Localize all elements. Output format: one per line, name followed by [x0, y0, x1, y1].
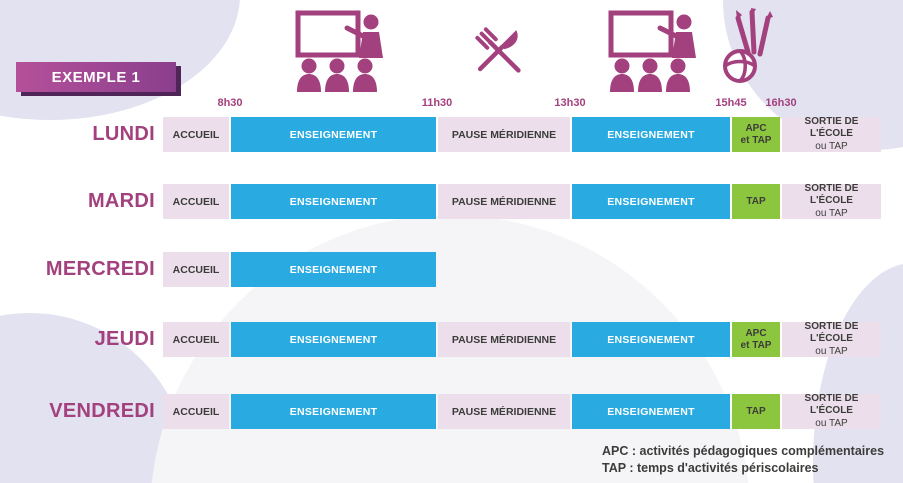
legend-line-tap: TAP : temps d'activités périscolaires — [602, 461, 819, 475]
schedule-row-vendredi: VENDREDI ACCUEIL ENSEIGNEMENT PAUSE MÉRI… — [0, 392, 903, 429]
schedule-row-mercredi: MERCREDI ACCUEIL ENSEIGNEMENT — [0, 252, 903, 287]
block-enseignement: ENSEIGNEMENT — [572, 322, 730, 357]
block-accueil: ACCUEIL — [163, 184, 229, 219]
block-enseignement: ENSEIGNEMENT — [572, 117, 730, 152]
block-enseignement: ENSEIGNEMENT — [231, 117, 436, 152]
sortie-main-label: SORTIE DE L'ÉCOLE — [804, 392, 859, 417]
sortie-sub-label: ou TAP — [815, 207, 848, 219]
sortie-main-label: SORTIE DE L'ÉCOLE — [804, 182, 859, 207]
corner-decoration — [0, 0, 240, 120]
block-enseignement: ENSEIGNEMENT — [231, 322, 436, 357]
day-label: JEUDI — [94, 328, 155, 350]
block-sortie: SORTIE DE L'ÉCOLE ou TAP — [782, 392, 881, 429]
time-label: 8h30 — [217, 97, 243, 109]
sortie-main-label: SORTIE DE L'ÉCOLE — [804, 115, 859, 140]
meal-icon — [470, 22, 530, 87]
legend-line-apc: APC : activités pédagogiques complémenta… — [602, 444, 885, 458]
block-enseignement: ENSEIGNEMENT — [231, 252, 436, 287]
block-accueil: ACCUEIL — [163, 117, 229, 152]
example-banner: EXEMPLE 1 — [16, 62, 176, 92]
sortie-sub-label: ou TAP — [815, 140, 848, 152]
block-enseignement: ENSEIGNEMENT — [231, 394, 436, 429]
block-tap: TAP — [732, 394, 780, 429]
schedule-row-lundi: LUNDI ACCUEIL ENSEIGNEMENT PAUSE MÉRIDIE… — [0, 115, 903, 152]
teaching-icon — [608, 10, 703, 97]
sortie-sub-label: ou TAP — [815, 345, 848, 357]
block-pause-meridienne: PAUSE MÉRIDIENNE — [438, 184, 570, 219]
block-enseignement: ENSEIGNEMENT — [231, 184, 436, 219]
block-enseignement: ENSEIGNEMENT — [572, 184, 730, 219]
block-tap: TAP — [732, 184, 780, 219]
activities-icon — [712, 8, 782, 89]
time-label: 15h45 — [715, 97, 747, 109]
teaching-icon — [295, 10, 390, 97]
block-enseignement: ENSEIGNEMENT — [572, 394, 730, 429]
block-pause-meridienne: PAUSE MÉRIDIENNE — [438, 394, 570, 429]
sortie-sub-label: ou TAP — [815, 417, 848, 429]
block-sortie: SORTIE DE L'ÉCOLE ou TAP — [782, 182, 881, 219]
time-label: 13h30 — [554, 97, 586, 109]
day-label: LUNDI — [92, 123, 155, 145]
schedule-row-mardi: MARDI ACCUEIL ENSEIGNEMENT PAUSE MÉRIDIE… — [0, 182, 903, 219]
sortie-main-label: SORTIE DE L'ÉCOLE — [804, 320, 859, 345]
block-pause-meridienne: PAUSE MÉRIDIENNE — [438, 322, 570, 357]
block-sortie: SORTIE DE L'ÉCOLE ou TAP — [782, 320, 881, 357]
block-sortie: SORTIE DE L'ÉCOLE ou TAP — [782, 115, 881, 152]
legend: APC : activités pédagogiques complémenta… — [602, 443, 884, 477]
day-label: MARDI — [87, 190, 155, 212]
block-accueil: ACCUEIL — [163, 252, 229, 287]
block-apc-tap: APC et TAP — [732, 322, 780, 357]
block-accueil: ACCUEIL — [163, 394, 229, 429]
schedule-row-jeudi: JEUDI ACCUEIL ENSEIGNEMENT PAUSE MÉRIDIE… — [0, 320, 903, 357]
day-label: VENDREDI — [49, 400, 155, 422]
block-apc-tap: APC et TAP — [732, 117, 780, 152]
day-label: MERCREDI — [45, 258, 155, 280]
time-label: 16h30 — [765, 97, 797, 109]
block-accueil: ACCUEIL — [163, 322, 229, 357]
block-pause-meridienne: PAUSE MÉRIDIENNE — [438, 117, 570, 152]
time-label: 11h30 — [421, 97, 453, 109]
